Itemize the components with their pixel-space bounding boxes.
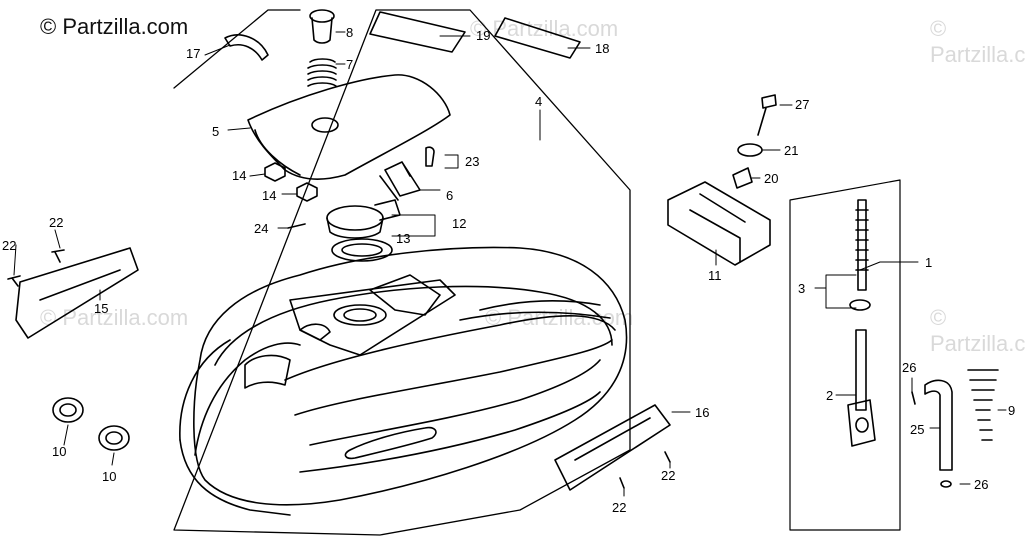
callout-13: 13 [396,231,410,246]
callout-7: 7 [346,57,353,72]
bolt-27 [757,94,777,136]
nut-14b [296,182,318,202]
callout-11: 11 [708,268,722,283]
callout-2: 2 [826,388,833,403]
cap-bolt-8 [309,9,335,44]
grommet-10a [52,397,84,423]
callout-6: 6 [446,188,453,203]
callout-18: 18 [595,41,609,56]
fuel-hose-25 [924,379,953,471]
callout-14b: 14 [262,188,276,203]
screw-22c [664,451,671,463]
collar-20 [732,167,753,189]
callout-9: 9 [1008,403,1015,418]
clip-26b [940,480,952,488]
bracket-6 [379,161,421,201]
pin-24 [287,223,306,229]
gasket-13 [331,238,393,262]
callout-14a: 14 [232,168,246,183]
callout-12: 12 [452,216,466,231]
callout-5: 5 [212,124,219,139]
strainer-3 [849,199,871,311]
callout-10a: 10 [52,444,66,459]
nut-14a [264,162,286,182]
fuel-cock-frame [789,179,901,531]
fuel-cock-2 [847,329,876,447]
grommet-10b [98,425,130,451]
washer-21 [737,143,763,157]
callout-1: 1 [925,255,932,270]
bolt-23 [425,146,435,167]
callout-21: 21 [784,143,798,158]
watermark-main: © Partzilla.com [40,14,189,39]
callout-4: 4 [535,94,542,109]
mount-11 [667,181,771,266]
spring-7 [307,58,337,87]
callout-22d: 22 [612,500,626,515]
callout-15: 15 [94,301,108,316]
strip-18 [494,17,581,59]
callout-23: 23 [465,154,479,169]
callout-20: 20 [764,171,778,186]
assembly-frame-4 [173,9,631,536]
callout-3: 3 [798,281,805,296]
callout-19: 19 [476,28,490,43]
callout-22b: 22 [2,238,16,253]
screw-22b [7,275,21,287]
callout-26b: 26 [974,477,988,492]
callout-24: 24 [254,221,268,236]
callout-16: 16 [695,405,709,420]
leader-lines [13,31,1007,497]
screw-22a [51,249,65,263]
screw-22d [619,477,625,489]
strip-19 [369,11,466,53]
watermark-top-right: © Partzilla.com [930,16,1026,67]
watermark-mid-right: © Partzilla.com [930,305,1026,356]
callout-26a: 26 [902,360,916,375]
callout-25: 25 [910,422,924,437]
watermark-mid-left: © Partzilla.com [40,305,189,330]
emblem-16 [554,404,671,491]
fuel-cap-12 [326,199,401,239]
callout-17: 17 [186,46,200,61]
callout-22c: 22 [661,468,675,483]
callout-10b: 10 [102,469,116,484]
emblem-15 [15,247,139,339]
callout-27: 27 [795,97,809,112]
spring-9 [967,369,999,441]
seat-pad-5 [247,74,451,180]
callout-22a: 22 [49,215,63,230]
fuel-tank-body [179,246,628,516]
callout-8: 8 [346,25,353,40]
clip-26a [911,391,916,405]
clip-17 [224,34,269,61]
